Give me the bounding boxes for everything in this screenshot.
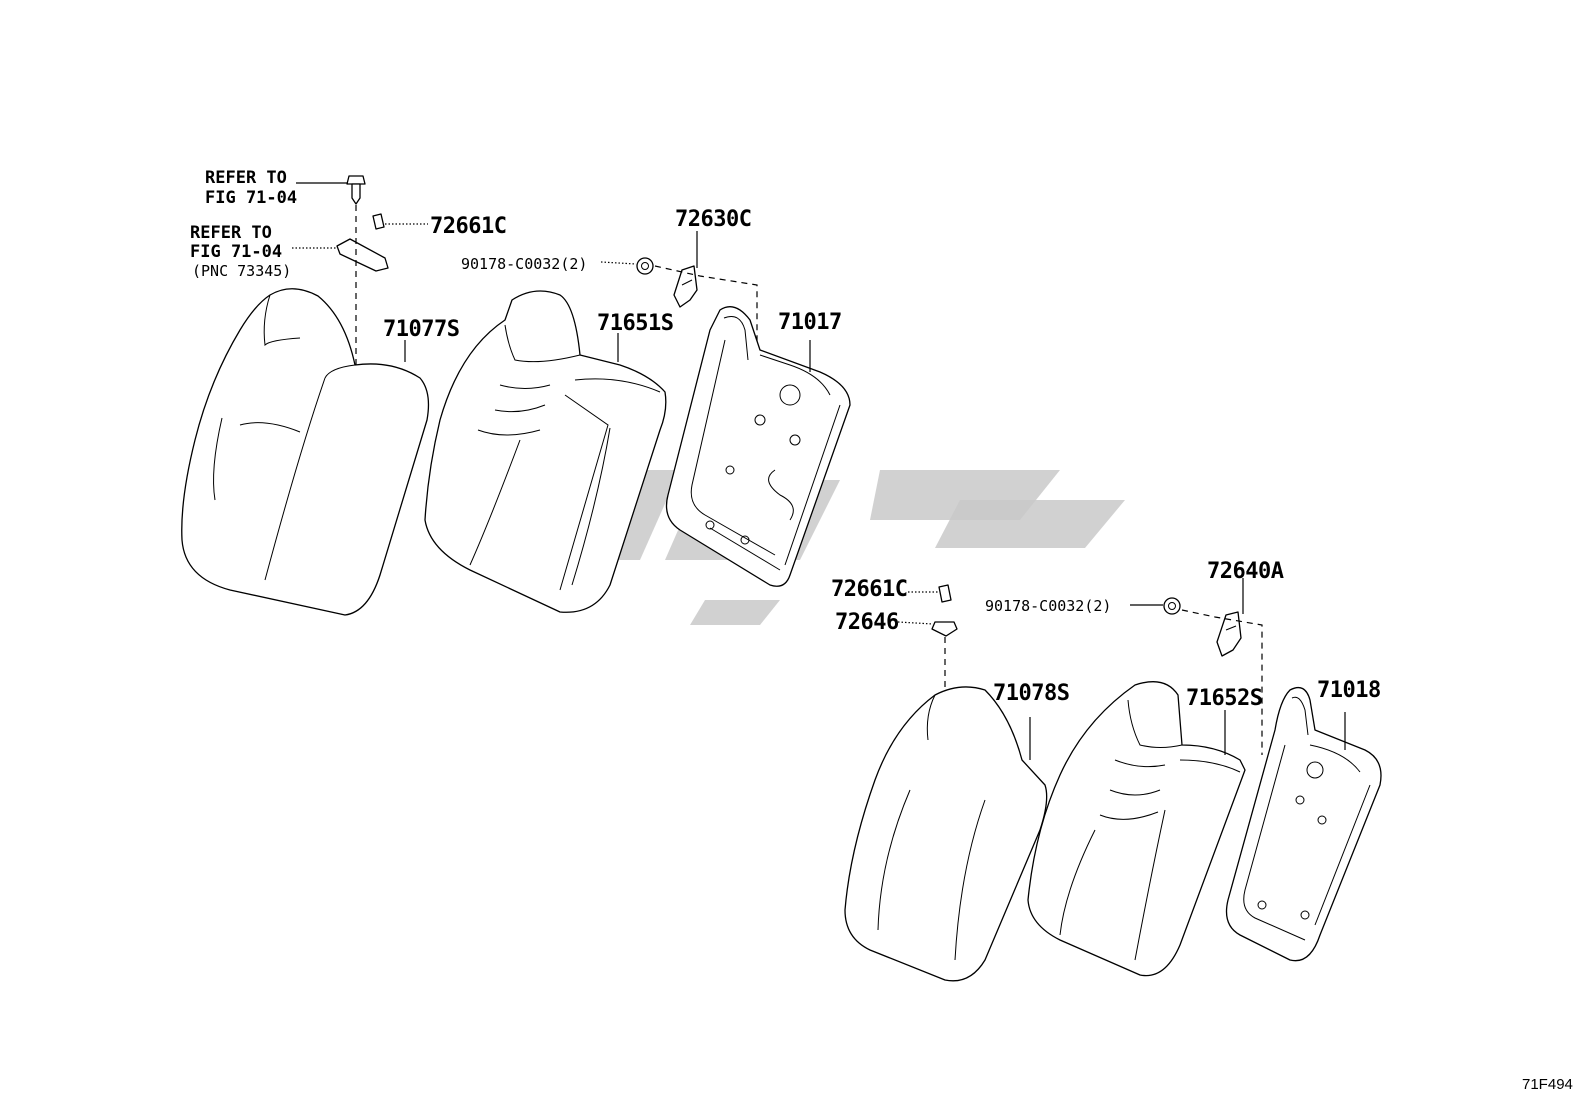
reference-text-line1: REFER TO bbox=[205, 168, 287, 188]
retainer-icon bbox=[931, 621, 958, 637]
seatback-cover-upper bbox=[424, 290, 667, 613]
part-label-72661c[interactable]: 72661C bbox=[831, 577, 908, 602]
part-label-90178-c0032[interactable]: 90178-C0032(2) bbox=[985, 597, 1111, 615]
seatback-pad-lower bbox=[844, 686, 1048, 982]
part-label-71651s[interactable]: 71651S bbox=[597, 311, 674, 336]
bolt-icon bbox=[346, 175, 366, 205]
part-label-71652s[interactable]: 71652S bbox=[1186, 686, 1263, 711]
seatback-frame-upper bbox=[665, 306, 851, 587]
leader-line bbox=[897, 621, 934, 625]
part-label-71018[interactable]: 71018 bbox=[1317, 678, 1381, 703]
reference-text-line1: REFER TO bbox=[190, 223, 272, 243]
part-label-72640a[interactable]: 72640A bbox=[1207, 559, 1284, 584]
seatback-cover-lower bbox=[1027, 681, 1246, 977]
seatback-frame-lower bbox=[1225, 686, 1382, 962]
reference-text-line2: FIG 71-04 bbox=[205, 188, 297, 208]
part-label-71077s[interactable]: 71077S bbox=[383, 317, 460, 342]
nut-icon bbox=[636, 257, 654, 275]
reference-pnc-note: (PNC 73345) bbox=[192, 262, 291, 280]
hinge-upper bbox=[673, 265, 698, 308]
part-label-71078s[interactable]: 71078S bbox=[993, 681, 1070, 706]
clip-icon bbox=[938, 584, 952, 603]
leader-line bbox=[600, 261, 637, 265]
part-label-90178-c0032[interactable]: 90178-C0032(2) bbox=[461, 255, 587, 273]
part-label-72646[interactable]: 72646 bbox=[835, 610, 899, 635]
part-label-72661c[interactable]: 72661C bbox=[430, 214, 507, 239]
reference-text-line2: FIG 71-04 bbox=[190, 242, 282, 262]
figure-code: 71F494 bbox=[1522, 1076, 1573, 1093]
seatback-pad-upper bbox=[181, 288, 430, 616]
clip-icon bbox=[372, 213, 385, 230]
assembly-line bbox=[654, 265, 758, 370]
assembly-line bbox=[1181, 609, 1263, 755]
part-label-71017[interactable]: 71017 bbox=[778, 310, 842, 335]
nut-icon bbox=[1163, 597, 1181, 615]
bracket-icon bbox=[336, 238, 389, 272]
part-label-72630c[interactable]: 72630C bbox=[675, 207, 752, 232]
hinge-lower bbox=[1216, 611, 1242, 657]
